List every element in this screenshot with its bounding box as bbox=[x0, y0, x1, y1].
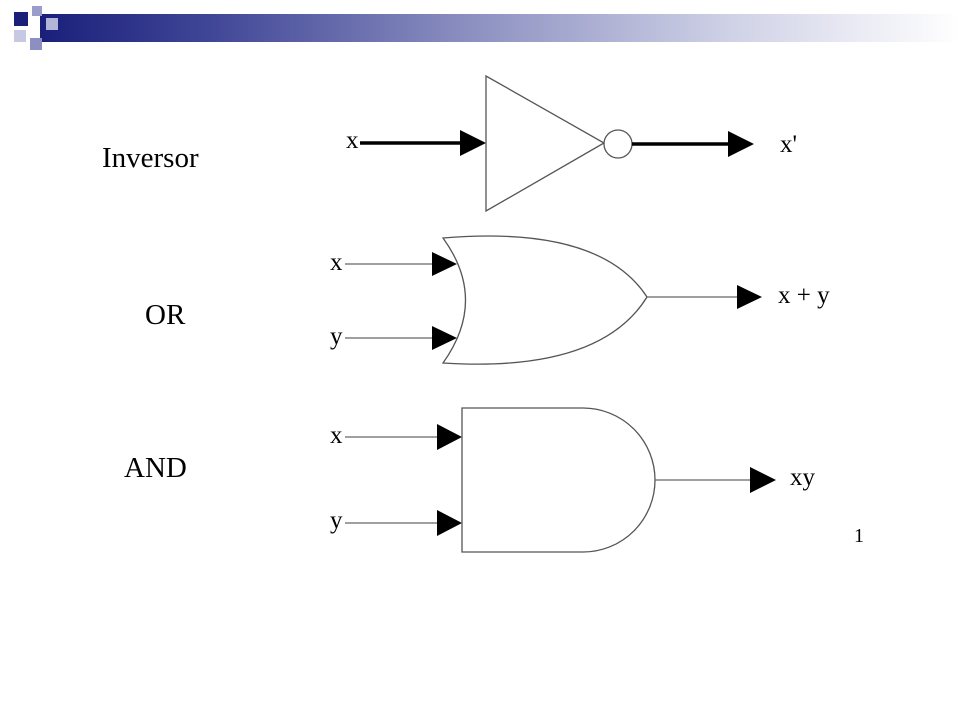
gate-label-inversor: Inversor bbox=[102, 142, 199, 174]
not-gate-bubble bbox=[603, 129, 633, 159]
header-gradient-band bbox=[40, 14, 960, 42]
not-input-label: x bbox=[346, 127, 359, 154]
decor-square-light bbox=[46, 18, 58, 30]
or-gate bbox=[345, 235, 762, 365]
and-input-x-label: x bbox=[330, 422, 343, 449]
and-input-y-label: y bbox=[330, 507, 343, 534]
decor-square-light bbox=[14, 30, 26, 42]
or-input-x-label: x bbox=[330, 249, 343, 276]
gate-label-or: OR bbox=[145, 299, 186, 331]
decor-square-light bbox=[32, 6, 42, 16]
arrow-head-icon bbox=[460, 130, 486, 156]
arrow-head-icon bbox=[432, 252, 457, 276]
not-gate-body bbox=[485, 74, 606, 213]
arrow-head-icon bbox=[750, 467, 776, 493]
and-gate-body bbox=[461, 407, 656, 553]
not-gate bbox=[360, 74, 754, 213]
arrow-head-icon bbox=[728, 131, 754, 157]
arrow-head-icon bbox=[437, 510, 462, 536]
or-gate-body bbox=[441, 235, 648, 365]
decor-square-mid bbox=[30, 38, 42, 50]
or-input-y-label: y bbox=[330, 323, 343, 350]
or-output-label: x + y bbox=[778, 282, 830, 309]
and-output-label: xy bbox=[790, 464, 815, 491]
arrow-head-icon bbox=[737, 285, 762, 309]
arrow-head-icon bbox=[437, 424, 462, 450]
and-gate bbox=[345, 407, 776, 553]
gate-label-and: AND bbox=[124, 452, 187, 484]
page-marker: 1 bbox=[854, 525, 864, 547]
not-output-label: x' bbox=[780, 131, 798, 158]
decor-square-dark bbox=[14, 12, 28, 26]
arrow-head-icon bbox=[432, 326, 457, 350]
